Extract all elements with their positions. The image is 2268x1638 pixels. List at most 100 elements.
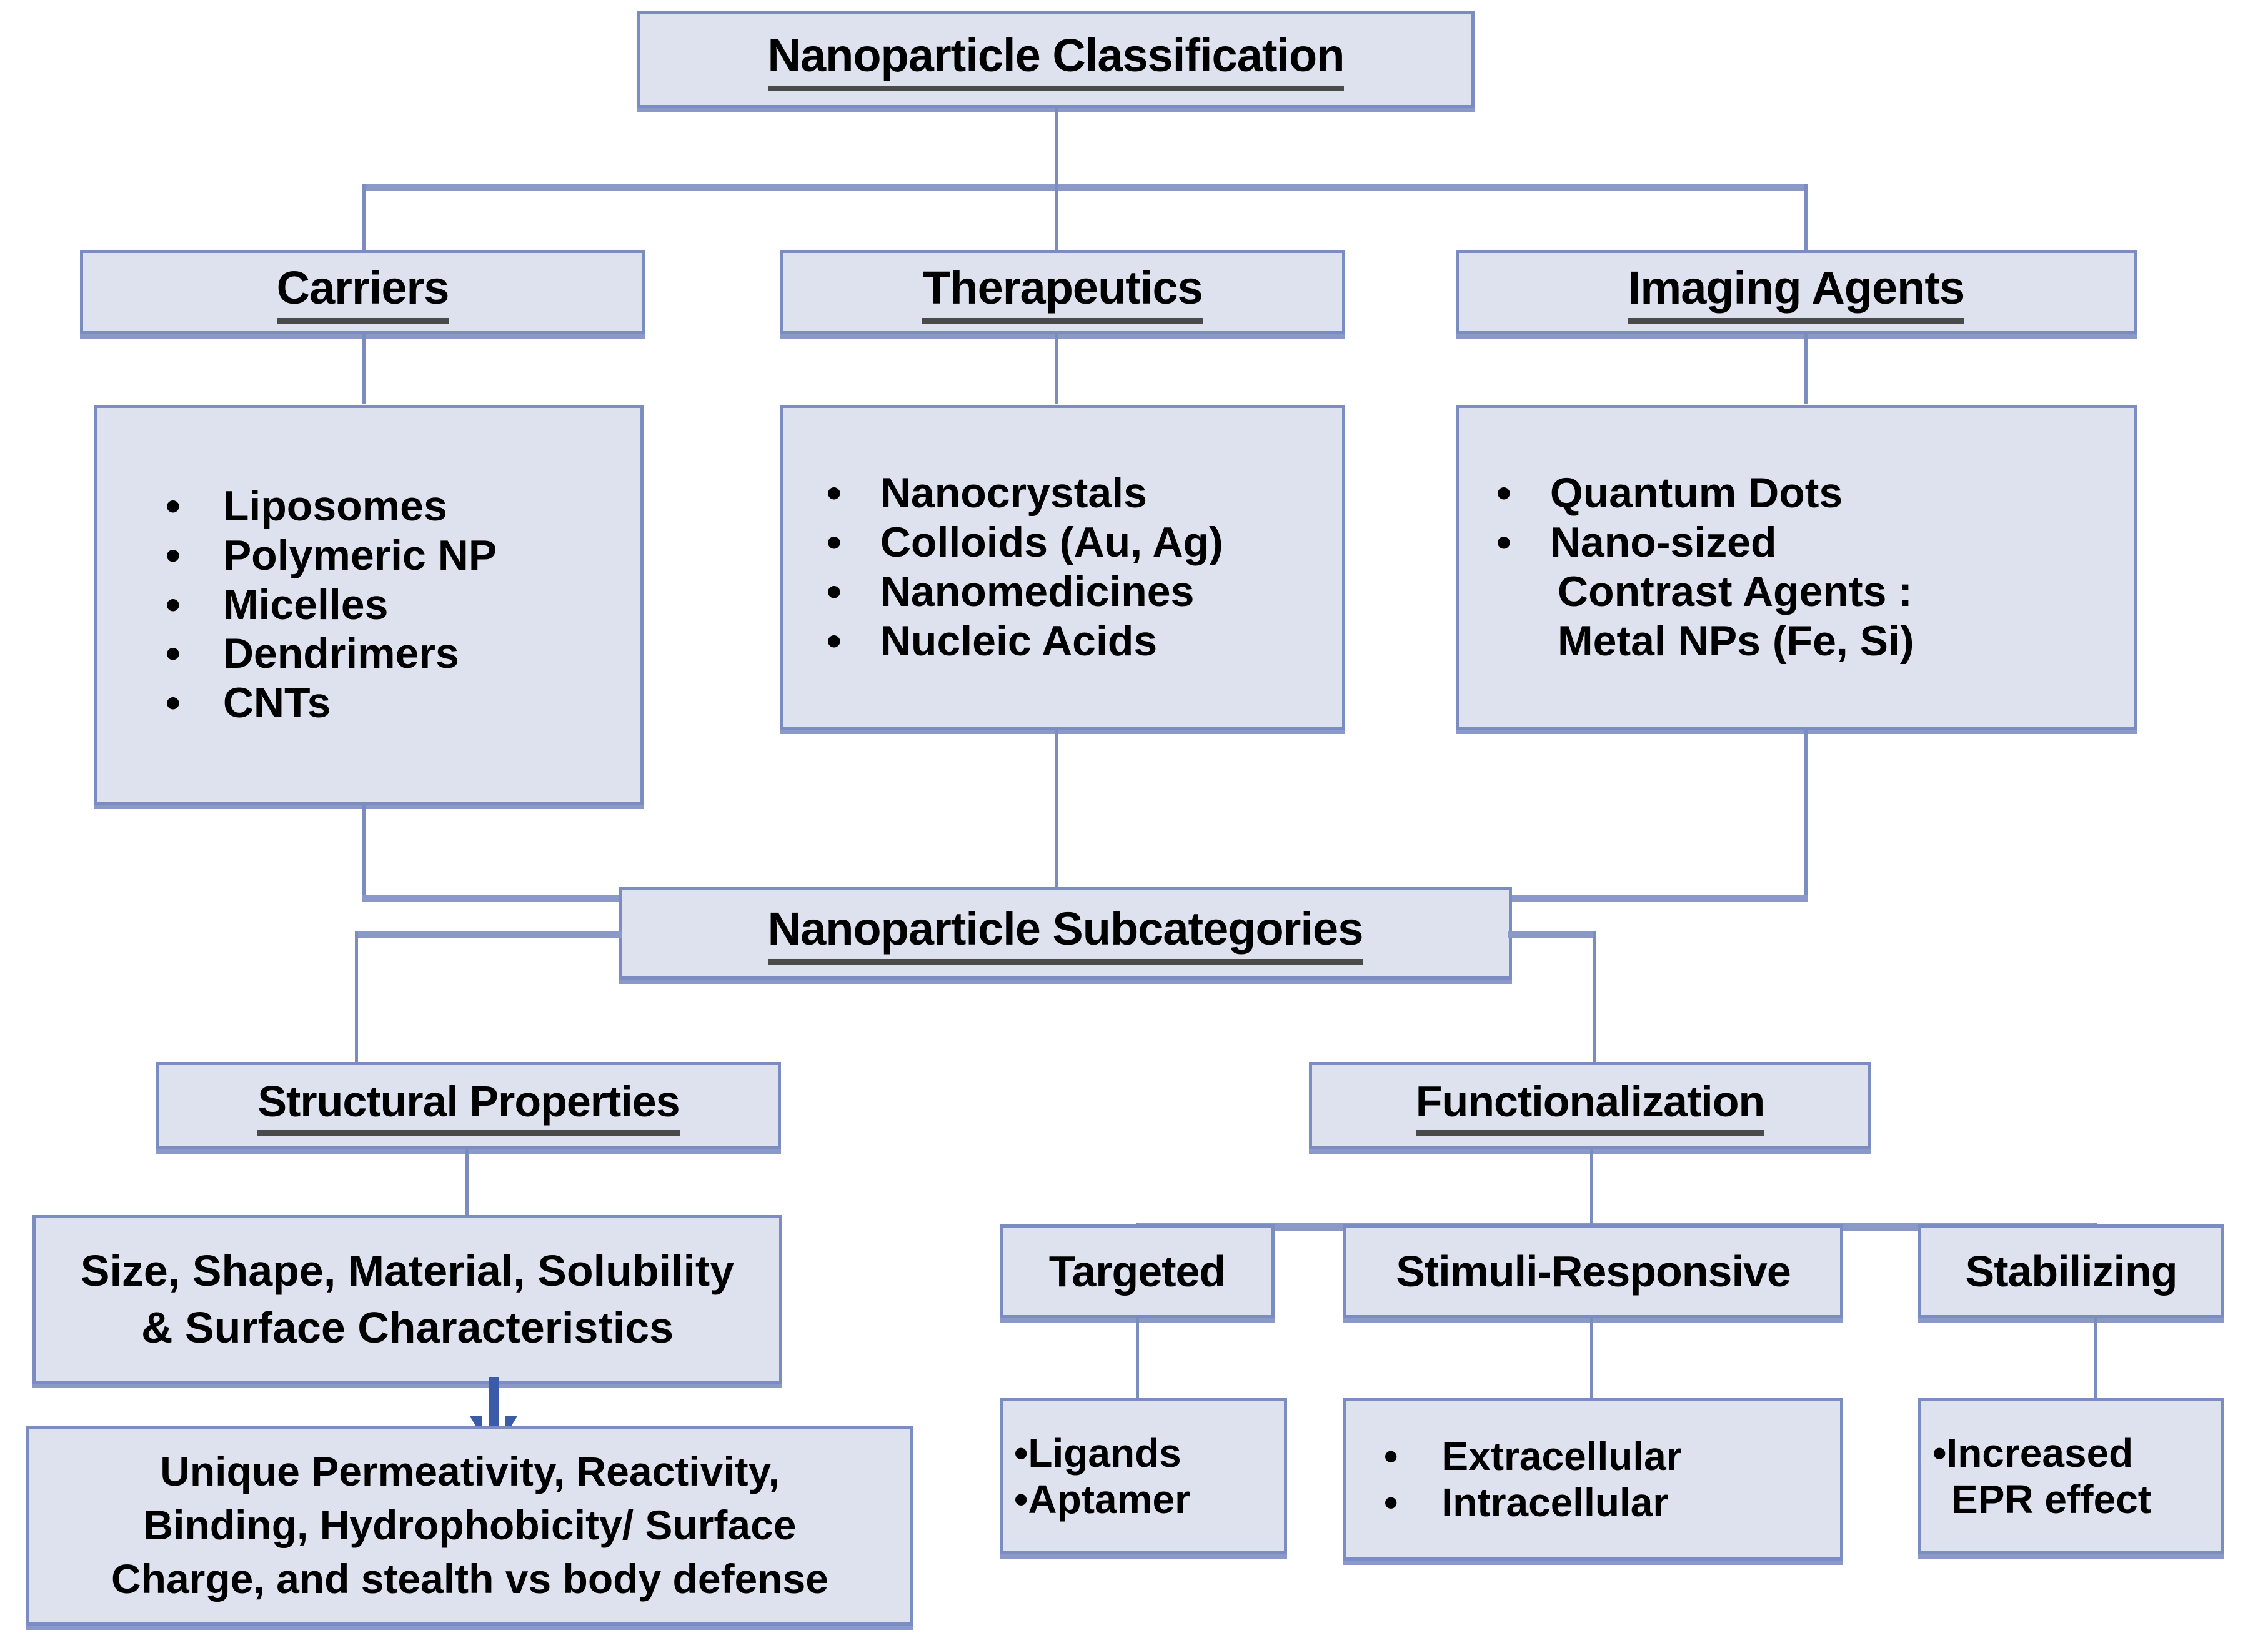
list-item: • Nano-sized [1459,518,2171,567]
list-item-label: Contrast Agents : [1558,568,1912,615]
list-item-continuation: Contrast Agents : [1459,567,2171,617]
node-therapeutics[interactable]: Therapeutics [780,250,1345,334]
list-item-label: Nanomedicines [880,568,1195,615]
connector-targeted-to-list [1136,1318,1139,1399]
connector-carriers-list-down [362,805,366,900]
list-stabilizing[interactable]: • Increased EPR effect [1918,1398,2224,1554]
list-item-label: CNTs [222,679,331,727]
list-item: • Liposomes [97,482,709,531]
list-item-label: Colloids (Au, Ag) [880,519,1223,567]
bullet-icon: • [166,482,181,530]
connector-stimuli-to-list [1590,1318,1593,1399]
connector-bus-to-imaging [1804,184,1808,251]
list-carriers[interactable]: • Liposomes • Polymeric NP • Micelles • … [94,405,644,805]
stimuli-responsive-title-text: Stimuli-Responsive [1396,1247,1791,1296]
structural-outcome-line-1: Unique Permeativity, Reactivity, [160,1448,780,1495]
bullet-icon: • [827,519,842,567]
connector-therapeutics-list-down [1055,730,1058,900]
list-item-label: Intracellular [1441,1480,1669,1525]
bullet-icon: • [1496,469,1511,517]
list-item: • Quantum Dots [1459,469,2171,518]
subcategories-title-text: Nanoparticle Subcategories [767,902,1363,965]
bullet-icon: • [827,617,842,665]
list-stimuli-responsive[interactable]: • Extracellular • Intracellular [1343,1398,1843,1561]
list-item-label: Polymeric NP [222,531,497,579]
node-stabilizing[interactable]: Stabilizing [1918,1224,2224,1318]
list-item-continuation: Metal NPs (Fe, Si) [1459,617,2171,666]
list-item-label: EPR effect [1951,1477,2152,1522]
list-item: • Polymeric NP [97,531,709,580]
list-item-label: Metal NPs (Fe, Si) [1558,617,1914,665]
list-item: • Nucleic Acids [783,617,1386,666]
bullet-icon: • [827,469,842,517]
list-item: • Dendrimers [97,629,709,678]
list-item: • Ligands [1014,1430,1284,1476]
connector-stabilizing-to-list [2094,1318,2097,1399]
node-targeted[interactable]: Targeted [1000,1224,1275,1318]
functionalization-title-text: Functionalization [1415,1076,1765,1136]
list-item-continuation: EPR effect [1932,1476,2221,1522]
structural-detail-line-2: & Surface Characteristics [141,1303,674,1352]
list-item-label: Micelles [222,580,389,628]
list-item: • Aptamer [1014,1476,1284,1522]
node-nanoparticle-subcategories[interactable]: Nanoparticle Subcategories [619,887,1512,980]
connector-subcat-left-stub [355,931,622,938]
connector-carriers-to-list [362,334,366,404]
bullet-icon: • [1014,1430,1028,1476]
targeted-title-text: Targeted [1048,1247,1226,1296]
carriers-title-text: Carriers [276,261,449,324]
list-item: • Micelles [97,580,709,630]
list-therapeutics[interactable]: • Nanocrystals • Colloids (Au, Ag) • Nan… [780,405,1345,730]
structural-properties-title-text: Structural Properties [257,1076,680,1136]
connector-subcat-right-down [1593,931,1596,1064]
bullet-icon: • [1384,1480,1398,1525]
connector-imaging-to-list [1804,334,1808,404]
structural-outcome-line-3: Charge, and stealth vs body defense [111,1555,828,1602]
therapeutics-title-text: Therapeutics [922,261,1203,324]
list-item-label: Nanocrystals [880,469,1147,517]
list-item-label: Aptamer [1028,1477,1191,1522]
node-structural-detail[interactable]: Size, Shape, Material, Solubility & Surf… [32,1215,782,1384]
bullet-icon: • [827,568,842,615]
stabilizing-title-text: Stabilizing [1965,1247,2178,1296]
list-imaging-agents[interactable]: • Quantum Dots • Nano-sized Contrast Age… [1456,405,2137,730]
node-structural-outcome[interactable]: Unique Permeativity, Reactivity, Binding… [26,1426,913,1626]
node-functionalization[interactable]: Functionalization [1309,1062,1871,1149]
connector-functionalization-down [1590,1149,1593,1226]
bullet-icon: • [166,679,181,727]
list-item: • Colloids (Au, Ag) [783,518,1386,567]
list-item: • Extracellular [1384,1433,1840,1479]
connector-bus-to-carriers [362,184,366,251]
connector-subcat-left-down [355,931,358,1064]
node-nanoparticle-classification[interactable]: Nanoparticle Classification [637,11,1475,108]
list-item-label: Dendrimers [222,630,459,678]
bullet-icon: • [166,531,181,579]
bullet-icon: • [166,630,181,678]
list-item: • Increased [1932,1430,2221,1476]
bullet-icon: • [1384,1433,1398,1479]
structural-outcome-line-2: Binding, Hydrophobicity/ Surface [143,1502,797,1549]
list-targeted[interactable]: • Ligands • Aptamer [1000,1398,1287,1554]
bullet-icon: • [1496,519,1511,567]
node-imaging-agents[interactable]: Imaging Agents [1456,250,2137,334]
list-item-label: Nano-sized [1549,519,1777,567]
node-stimuli-responsive[interactable]: Stimuli-Responsive [1343,1224,1843,1318]
list-item-label: Nucleic Acids [880,617,1158,665]
list-item: • Nanocrystals [783,469,1386,518]
list-item-label: Increased [1946,1430,2134,1476]
connector-structural-to-detail [465,1149,469,1217]
node-structural-properties[interactable]: Structural Properties [156,1062,781,1149]
connector-bus-to-therapeutics [1055,184,1058,251]
node-title-text: Nanoparticle Classification [767,29,1345,91]
list-item-label: Extracellular [1441,1433,1682,1479]
connector-imaging-list-down [1804,730,1808,900]
bullet-icon: • [1932,1430,1947,1476]
connector-level1-bus [364,184,1807,191]
imaging-agents-title-text: Imaging Agents [1628,261,1965,324]
list-item-label: Quantum Dots [1549,469,1843,517]
node-carriers[interactable]: Carriers [80,250,645,334]
bullet-icon: • [166,580,181,628]
bullet-icon: • [1014,1477,1028,1522]
connector-subcat-right-stub [1508,931,1596,938]
